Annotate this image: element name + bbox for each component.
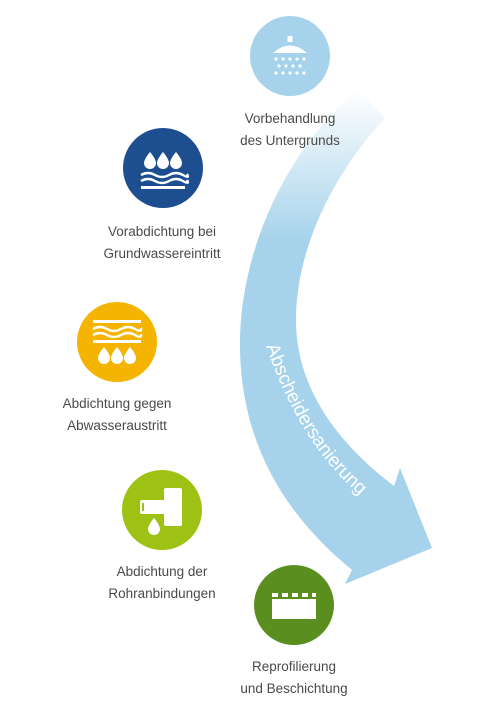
pipe-connection-icon [140, 488, 182, 535]
coating-layer-icon [272, 593, 316, 619]
step-4-icon-circle [122, 470, 202, 550]
wall-drops-icon [92, 320, 143, 364]
step-2-icon-circle [123, 128, 203, 208]
water-drops-waves-icon [140, 152, 190, 189]
step-2-label: Vorabdichtung bei Grundwassereintritt [103, 224, 221, 261]
step-3-icon-circle [77, 302, 157, 382]
step-3-label: Abdichtung gegen Abwasseraustritt [62, 396, 172, 433]
step-4-label: Abdichtung der Rohranbindungen [108, 564, 216, 601]
step-1-icon-circle [250, 16, 330, 96]
step-5-icon-circle [254, 565, 334, 645]
step-5-label: Reprofilierung und Beschichtung [240, 659, 348, 696]
shower-icon [273, 36, 307, 75]
arrow-body [239, 90, 432, 584]
step-1-label: Vorbehandlung des Untergrunds [240, 111, 340, 148]
